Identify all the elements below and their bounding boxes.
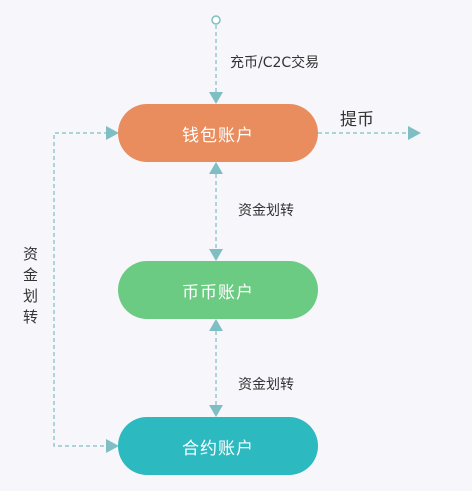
lower-transfer-arrowhead-up (209, 319, 223, 331)
withdraw-label: 提币 (340, 110, 374, 130)
wallet-account-node: 钱包账户 (118, 104, 318, 162)
deposit-arrowhead (209, 92, 223, 104)
contract-account-node: 合约账户 (118, 417, 318, 475)
lower-transfer-label: 资金划转 (238, 377, 294, 393)
coin-account-node: 币币账户 (118, 261, 318, 319)
upper-transfer-label: 资金划转 (238, 203, 294, 219)
withdraw-arrowhead (408, 126, 421, 140)
lower-transfer-arrowhead-down (209, 405, 223, 417)
side-transfer-line (53, 132, 108, 447)
side-transfer-label: 资金划转 (21, 246, 39, 330)
start-point (211, 15, 221, 25)
side-transfer-arrowhead-top (106, 126, 119, 140)
side-transfer-arrowhead-bottom (106, 439, 119, 453)
coin-account-label: 币币账户 (182, 282, 254, 303)
wallet-account-label: 钱包账户 (182, 125, 254, 146)
deposit-label: 充币/C2C交易 (230, 55, 320, 71)
upper-transfer-arrowhead-up (209, 162, 223, 174)
contract-account-label: 合约账户 (182, 438, 254, 459)
upper-transfer-arrowhead-down (209, 249, 223, 261)
